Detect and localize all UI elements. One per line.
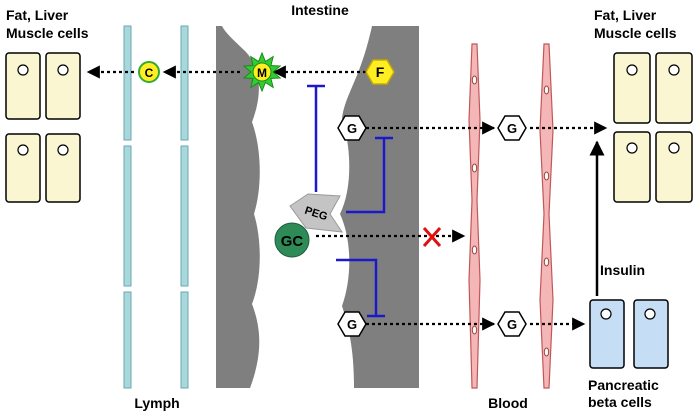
fat-label: F	[376, 64, 385, 80]
micelle-label: M	[257, 66, 267, 80]
glucose-bottom-blood-hexagon-icon	[497, 311, 527, 337]
inhibit-glucose-top-line	[346, 138, 386, 214]
left-cell	[45, 133, 81, 203]
left-cell	[5, 52, 41, 120]
glucose-bottom-label: G	[347, 317, 357, 332]
left-cells-label-line1: Fat, Liver	[6, 7, 69, 23]
blood-cells	[471, 75, 550, 357]
peg-shape-icon	[289, 193, 344, 233]
pancreatic-beta-cells	[589, 299, 669, 369]
left-tissue-cells	[5, 52, 81, 203]
lymph-label: Lymph	[134, 395, 179, 411]
insulin-label: Insulin	[600, 262, 645, 278]
right-cells-label-line2: Muscle cells	[594, 25, 677, 41]
glucose-top-label: G	[347, 121, 357, 136]
chylomicron-icon	[138, 61, 160, 83]
lymph-vessel	[123, 25, 189, 389]
right-tissue-cells	[613, 52, 693, 203]
blood-vessel	[468, 43, 554, 389]
chylomicron-label: C	[145, 66, 154, 80]
left-cell	[45, 52, 81, 120]
glucose-top-blood-label: G	[507, 121, 517, 136]
glucose-top-blood-hexagon-icon	[497, 115, 527, 141]
glucose-bottom-blood-label: G	[507, 317, 517, 332]
blood-label: Blood	[488, 395, 528, 411]
right-cell	[613, 52, 651, 124]
right-cell	[655, 52, 693, 124]
pancreatic-label-line2: beta cells	[588, 394, 652, 410]
flow-arrows	[86, 65, 608, 331]
gc-label: GC	[281, 233, 304, 250]
inhibition-lines	[307, 84, 393, 318]
beta-cell	[589, 299, 625, 369]
right-cell	[613, 131, 651, 203]
gc-circle-icon	[274, 222, 310, 258]
pancreatic-label-line1: Pancreatic	[588, 377, 659, 393]
left-cell	[5, 133, 41, 203]
right-cell	[655, 131, 693, 203]
beta-cell	[633, 299, 669, 369]
fat-hexagon-icon	[365, 59, 395, 85]
blocked-x-icon	[422, 227, 442, 247]
glucose-bottom-hexagon-icon	[337, 311, 367, 337]
glucose-top-hexagon-icon	[337, 115, 367, 141]
right-cells-label-line1: Fat, Liver	[594, 7, 657, 23]
left-cells-label-line2: Muscle cells	[6, 25, 89, 41]
inhibit-glucose-bottom-line	[336, 258, 378, 316]
intestine-label: Intestine	[291, 2, 349, 18]
